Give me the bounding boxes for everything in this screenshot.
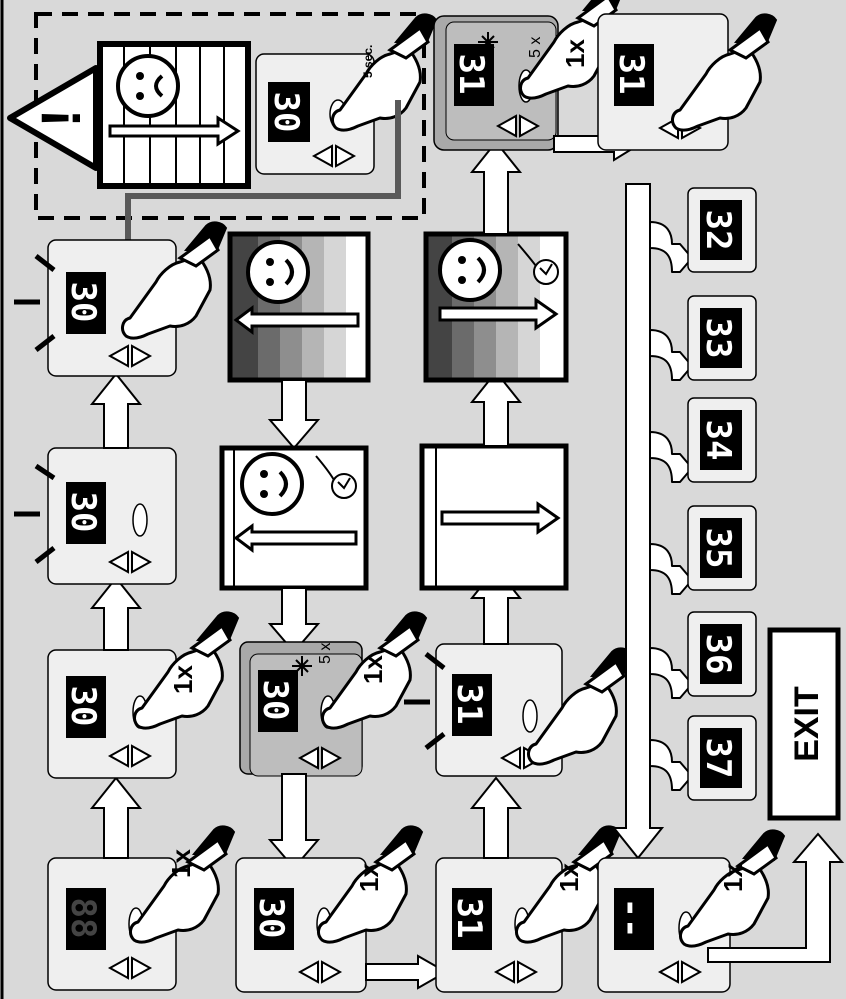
press-once-label: 1x [560,39,590,68]
menu-option-label: 33 [698,318,738,359]
display-col3-top: 31 [451,54,491,95]
press-once-label: 1x [354,863,384,892]
menu-option-label: 37 [698,738,738,779]
display-exit-menu: -- [611,898,651,939]
display-step1: 30 [63,686,103,727]
blind-open-arrow [422,446,566,588]
exit-box[interactable]: EXIT [770,630,838,818]
warning-icon: ! [10,68,96,168]
hold-time-label: 5 sec. [361,45,375,78]
blind-happy-timer [222,448,366,588]
display-start: 88 [63,898,103,939]
warning-mark: ! [29,109,92,128]
menu-branches [650,222,692,790]
blind-sad-icon [100,44,248,186]
display-top: 30 [63,282,103,323]
menu-option-label: 36 [698,634,738,675]
display-col3-top-right: 31 [611,54,651,95]
hold-5sec-panel: 30 5 sec. [256,14,436,174]
col3-bottom-panel: 31 1x [436,826,620,992]
repeat-label: 5 x [317,643,334,664]
menu-option-label: 35 [698,528,738,569]
press-once-label: 1x [718,863,748,892]
press-once-label: 1x [166,849,196,878]
display-col2-bottom: 30 [251,898,291,939]
display-hold: 30 [266,92,306,133]
menu-options-list: 32 33 34 35 36 37 [688,188,756,800]
menu-option-35: 35 [688,506,756,590]
col1-step1-panel: 30 1x [48,612,238,778]
repeat-label: 5 x [527,37,544,58]
display-blink: 30 [63,492,103,533]
col2-flash-panel: 30 5 x 1x [240,612,426,776]
menu-option-label: 34 [698,420,738,461]
col1-start-panel: 88 1x [48,826,234,990]
menu-option-37: 37 [688,716,756,800]
blind-happy-open [230,234,368,380]
blind-happy-timer-2 [426,234,566,380]
press-once-label: 1x [554,863,584,892]
press-once-label: 1x [358,655,388,684]
exit-label: EXIT [788,686,826,762]
menu-option-34: 34 [688,398,756,482]
press-once-label: 1x [168,665,198,694]
menu-option-36: 36 [688,612,756,696]
col1-blink-panel: 30 [14,448,176,584]
display-col3-blink: 31 [449,684,489,725]
col3-top-flash-panel: 31 5 x 1x [434,0,624,150]
menu-option-33: 33 [688,296,756,380]
col3-top-right-panel: 31 [598,14,776,150]
display-col3-bottom: 31 [449,898,489,939]
display-flash: 30 [255,680,295,721]
menu-option-label: 32 [698,210,738,251]
menu-option-32: 32 [688,188,756,272]
col1-top-panel: 30 [14,222,226,376]
col3-blink-panel: 31 [404,644,632,776]
exit-menu-panel: -- 1x [598,830,784,992]
